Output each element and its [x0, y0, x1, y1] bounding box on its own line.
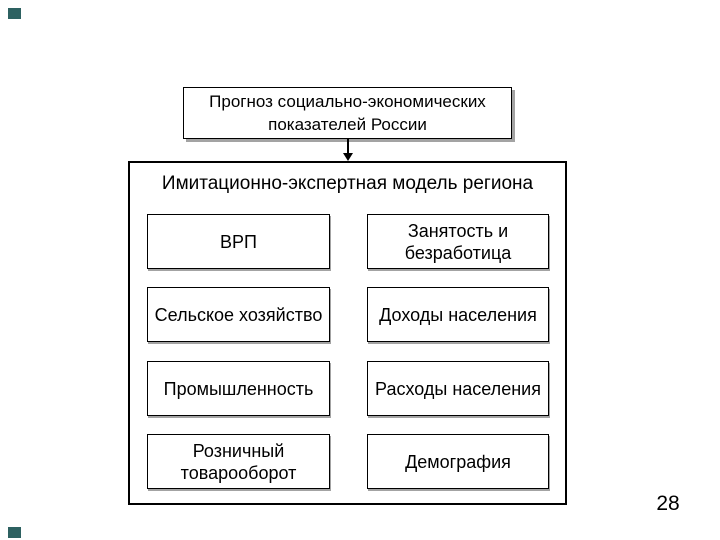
cell-label: Сельское хозяйство [154, 304, 323, 325]
cell-label: Промышленность [163, 378, 314, 399]
cell-label: Демография [405, 451, 511, 472]
corner-accent-bottom [8, 527, 21, 538]
down-arrow-connector [337, 139, 359, 161]
cell-population-income: Доходы населения [367, 287, 549, 342]
source-box-label: Прогноз социально-экономических показате… [209, 92, 486, 134]
arrow-line [347, 139, 349, 154]
model-container: Имитационно-экспертная модель региона ВР… [128, 161, 567, 505]
cell-vrp: ВРП [147, 214, 330, 269]
cell-label: ВРП [220, 231, 257, 252]
cell-label: Расходы населения [375, 378, 541, 399]
corner-accent-top [8, 8, 21, 19]
cell-retail-turnover: Розничный товарооборот [147, 434, 330, 489]
arrow-head-icon [343, 153, 353, 161]
cell-population-expenses: Расходы населения [367, 361, 549, 416]
cell-label: Занятость и безработица [404, 220, 512, 263]
cell-employment-unemployment: Занятость и безработица [367, 214, 549, 269]
cell-agriculture: Сельское хозяйство [147, 287, 330, 342]
cell-industry: Промышленность [147, 361, 330, 416]
cell-label: Доходы населения [379, 304, 537, 325]
model-title: Имитационно-экспертная модель региона [161, 173, 534, 194]
page-number: 28 [656, 492, 680, 515]
cell-label: Розничный товарооборот [180, 440, 297, 483]
cell-demography: Демография [367, 434, 549, 489]
source-box: Прогноз социально-экономических показате… [183, 87, 512, 139]
